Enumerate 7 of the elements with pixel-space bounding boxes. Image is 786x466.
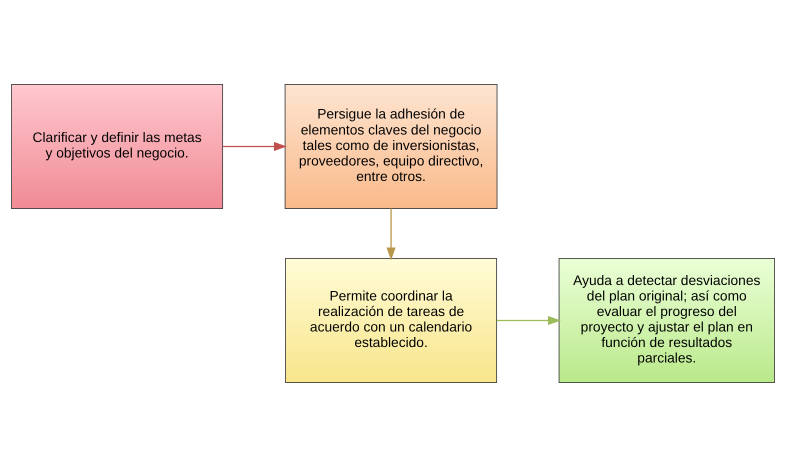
node-box: Ayuda a detectar desviaciones del plan original; así como evaluar el progreso del proyecto y ajustar el plan en función de resultados parciales. [558,258,775,382]
node-box: Permite coordinar la realización de tareas de acuerdo con un calendario establecido. [285,258,498,382]
node-box: Persigue la adhesión de elementos claves del negocio tales como de inversionistas, proveedores, equipo directivo, entre otros. [284,84,498,208]
arrow [386,208,396,260]
node-box: Clarificar y definir las metas y objetivos del negocio. [11,84,224,208]
arrow [496,316,561,325]
arrow [223,141,287,150]
